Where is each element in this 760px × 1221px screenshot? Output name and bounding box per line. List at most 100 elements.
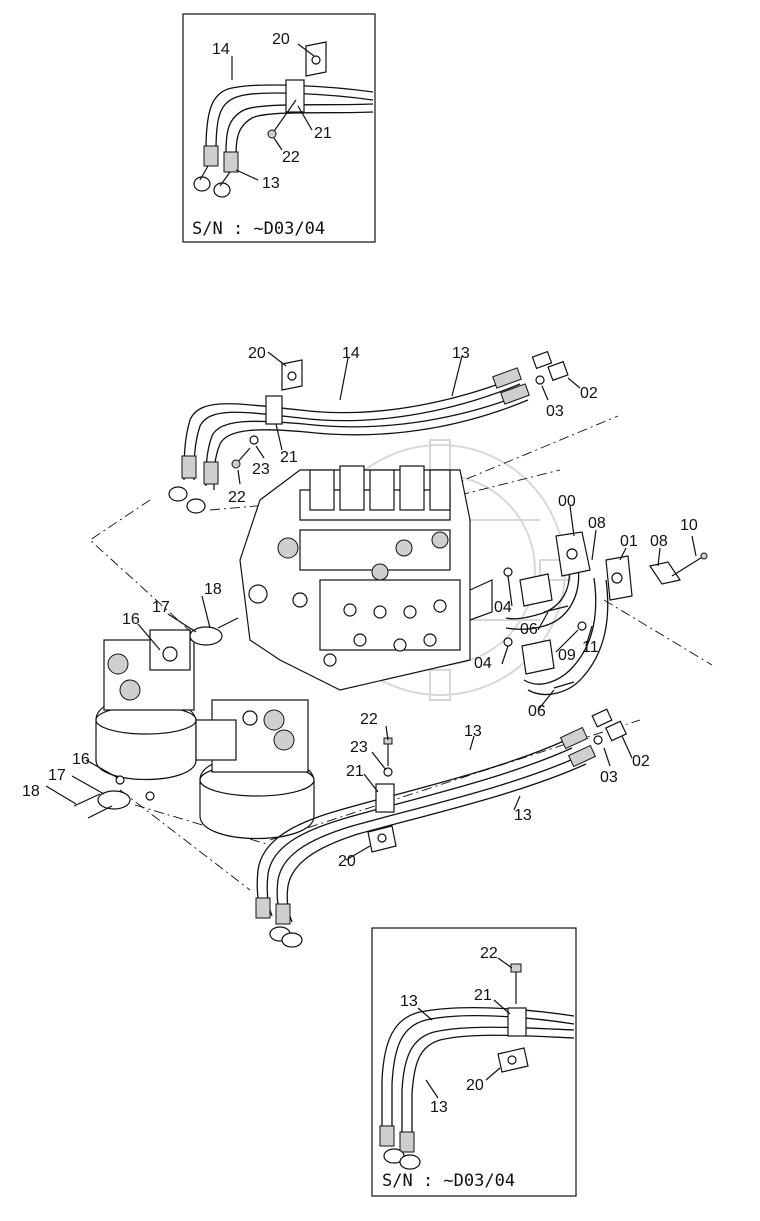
inset-bottom: 22 13 21 20 13 S/N : ~D03/04 — [371, 927, 577, 1197]
callout-03: 03 — [600, 769, 618, 786]
leader-lines — [45, 351, 697, 861]
o-ring-04 — [503, 637, 513, 647]
callout-22: 22 — [282, 149, 300, 166]
callout-17: 17 — [152, 599, 170, 616]
callout-13: 13 — [452, 345, 470, 362]
callout-02: 02 — [580, 385, 598, 402]
o-ring-04 — [503, 567, 513, 577]
callout-21: 21 — [314, 125, 332, 142]
bolt-06 — [543, 605, 569, 613]
flange-17 — [189, 626, 223, 646]
inset-top-hose-13b — [235, 111, 374, 172]
callout-21: 21 — [280, 449, 298, 466]
inset-top-elbow — [193, 176, 211, 192]
callout-20: 20 — [248, 345, 266, 362]
inset-bottom-clamp — [507, 1007, 527, 1037]
callout-13: 13 — [430, 1099, 448, 1116]
hose-13-lower — [256, 739, 567, 915]
inset-top-hose-14 — [205, 84, 374, 166]
serial-label: S/N : ~D03/04 — [382, 1171, 515, 1191]
hose-13-lower — [266, 747, 573, 917]
adapter-fitting — [604, 720, 628, 742]
callout-13: 13 — [464, 723, 482, 740]
inset-top-clamp — [285, 79, 305, 113]
bracket-08 — [649, 561, 681, 585]
callout-21: 21 — [474, 987, 492, 1004]
callout-02: 02 — [632, 753, 650, 770]
callout-10: 10 — [680, 517, 698, 534]
bolt-18 — [217, 617, 239, 629]
inset-top-fitting — [223, 151, 239, 173]
control-valve — [239, 465, 493, 691]
washer — [249, 435, 259, 445]
inset-top-hose-14b — [215, 92, 374, 166]
hose-13-lower — [276, 755, 581, 921]
clamp — [265, 395, 283, 425]
callout-20: 20 — [272, 31, 290, 48]
callout-00: 00 — [558, 493, 576, 510]
callout-18: 18 — [204, 581, 222, 598]
pipe — [505, 565, 580, 630]
callout-14: 14 — [342, 345, 360, 362]
o-ring — [535, 375, 545, 385]
callout-23: 23 — [350, 739, 368, 756]
flange-half — [519, 573, 553, 607]
callout-16: 16 — [72, 751, 90, 768]
main-callouts: 20 14 13 02 03 23 21 22 00 08 01 08 10 1… — [22, 345, 698, 870]
callout-17: 17 — [48, 767, 66, 784]
callout-22: 22 — [360, 711, 378, 728]
inset-top-bolt — [271, 99, 297, 135]
callout-13: 13 — [400, 993, 418, 1010]
callout-14: 14 — [212, 41, 230, 58]
hose-13b — [213, 399, 529, 491]
callout-06: 06 — [520, 621, 538, 638]
adapter-fitting — [531, 350, 553, 370]
inset-top: 14 20 21 22 13 S/N : ~D03/04 — [182, 13, 376, 243]
callout-20: 20 — [338, 853, 356, 870]
callout-03: 03 — [546, 403, 564, 420]
inset-top-elbow — [213, 182, 231, 198]
o-ring-16 — [145, 791, 155, 801]
flange-17 — [97, 790, 131, 810]
callout-11: 11 — [582, 639, 599, 656]
inset-top-frame — [182, 13, 376, 243]
o-ring-09 — [577, 621, 587, 631]
callout-08: 08 — [650, 533, 668, 550]
clamp — [375, 783, 395, 813]
hose-13-lower — [286, 763, 587, 923]
callout-22: 22 — [480, 945, 498, 962]
callout-13: 13 — [262, 175, 280, 192]
swing-motor-left — [95, 629, 197, 780]
inset-top-fitting — [203, 145, 219, 167]
bolt-18 — [73, 793, 101, 807]
adapter-fitting — [547, 360, 569, 382]
callout-18: 18 — [22, 783, 40, 800]
callout-16: 16 — [122, 611, 140, 628]
callout-01: 01 — [620, 533, 638, 550]
callout-22: 22 — [228, 489, 246, 506]
callout-13: 13 — [514, 807, 532, 824]
pipe — [527, 579, 609, 696]
main-assembly — [73, 350, 713, 948]
callout-08: 08 — [588, 515, 606, 532]
pipe — [505, 559, 570, 620]
o-ring — [593, 735, 603, 745]
inset-top-hose-13 — [225, 103, 374, 170]
callout-23: 23 — [252, 461, 270, 478]
callout-21: 21 — [346, 763, 364, 780]
inset-bottom-frame — [371, 927, 577, 1197]
bolt-06 — [553, 681, 575, 689]
callout-20: 20 — [466, 1077, 484, 1094]
serial-label: S/N : ~D03/04 — [192, 219, 325, 239]
pipe — [523, 577, 597, 685]
adapter-fitting — [591, 708, 613, 728]
elbow-fitting — [186, 498, 206, 514]
hose-13 — [205, 391, 529, 487]
swing-motor-right — [195, 699, 315, 840]
bolt-10 — [671, 555, 705, 577]
callout-09: 09 — [558, 647, 576, 664]
callout-04: 04 — [494, 599, 512, 616]
elbow-fitting — [168, 486, 188, 502]
callout-06: 06 — [528, 703, 546, 720]
